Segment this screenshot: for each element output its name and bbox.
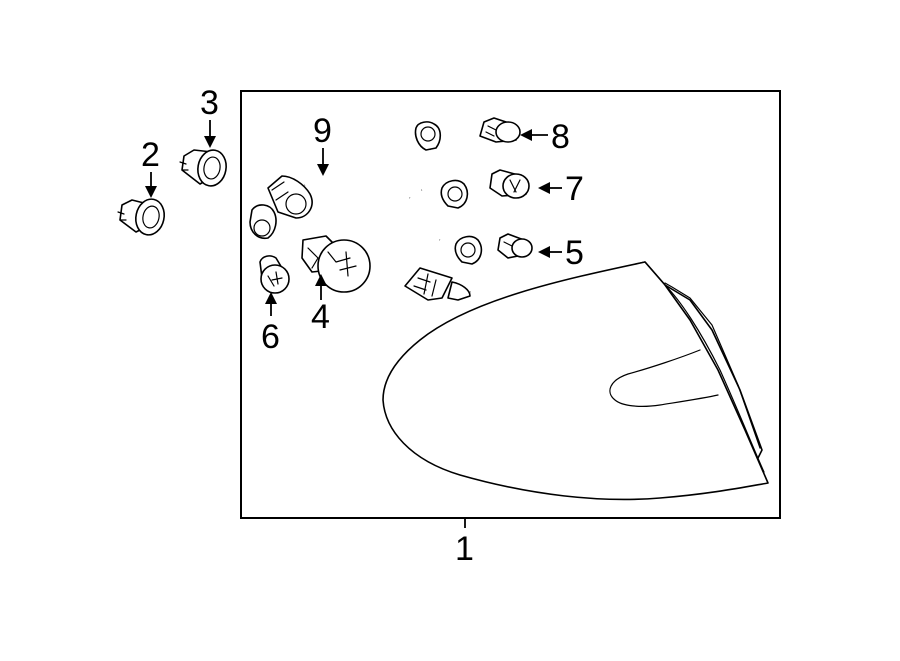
grommet-part-2[interactable]: [117, 196, 167, 237]
bulb-part-7[interactable]: [489, 169, 530, 199]
callout-number-8: 8: [551, 118, 570, 156]
arrow-icon: [315, 274, 327, 286]
callout-number-1: 1: [455, 530, 474, 568]
callout-number-2: 2: [141, 136, 160, 174]
arrow-icon: [538, 182, 550, 194]
arrow-icon: [265, 292, 277, 304]
arrow-icon: [317, 164, 329, 176]
callout-number-4: 4: [311, 298, 330, 336]
bulb-part-8[interactable]: [479, 117, 521, 143]
arrow-icon: [520, 129, 532, 141]
arrow-icon: [145, 186, 157, 198]
arrow-icon: [538, 246, 550, 258]
grommet-part-3[interactable]: [179, 148, 229, 188]
bulb-part-5[interactable]: [497, 233, 533, 259]
assembly-frame: [240, 90, 781, 519]
callout-number-7: 7: [565, 170, 584, 208]
callout-number-5: 5: [565, 234, 584, 272]
wiring-harness[interactable]: [249, 121, 483, 301]
callout-number-6: 6: [261, 318, 280, 356]
callout-number-9: 9: [313, 112, 332, 150]
bulb-part-6[interactable]: [259, 255, 290, 294]
callout-number-3: 3: [200, 84, 219, 122]
bulb-part-4[interactable]: [301, 235, 371, 293]
arrow-icon: [204, 136, 216, 148]
tail-lamp-assembly[interactable]: [382, 261, 769, 501]
